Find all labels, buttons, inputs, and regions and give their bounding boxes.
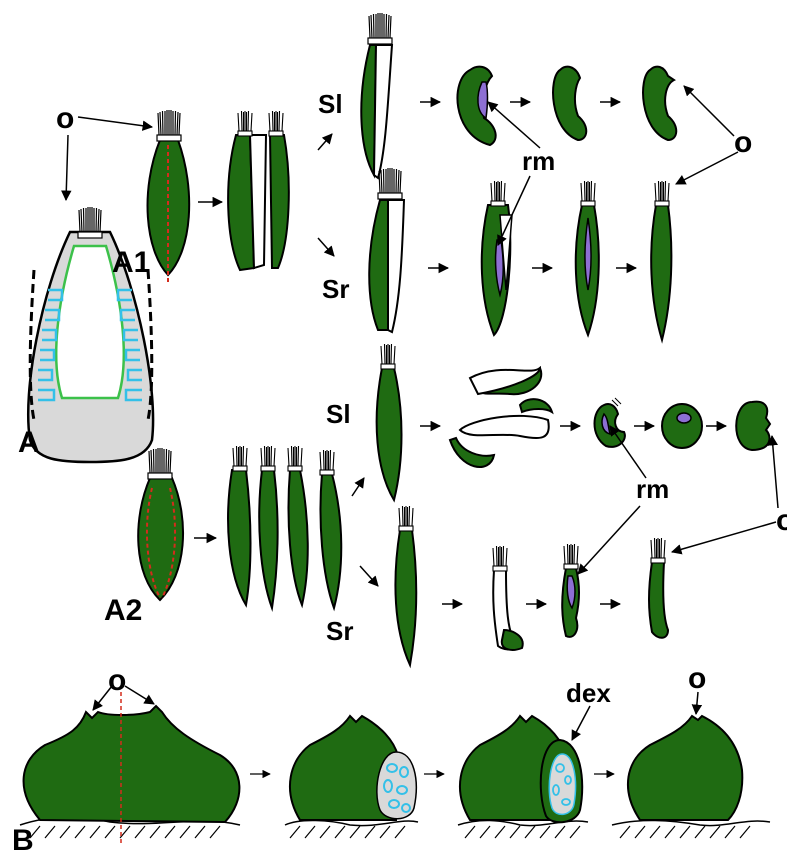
A2-Sl-stage2 (450, 368, 552, 467)
sponge-A1 (148, 110, 190, 282)
label-Sr-2: Sr (326, 616, 353, 646)
sponge-A2 (138, 448, 183, 600)
A1-Sr-stage3 (576, 181, 599, 335)
A1-Sl-stage4 (643, 67, 676, 140)
A1-Sl-stage3 (553, 67, 586, 140)
label-o-B4: o (688, 662, 706, 695)
A1-Sr-stage4 (651, 181, 671, 340)
label-dex: dex (566, 678, 611, 708)
label-o-right-2: o (776, 504, 787, 537)
B-stage3 (460, 716, 582, 822)
label-A1: A1 (112, 246, 150, 279)
A2-Sr-stage2 (493, 546, 523, 650)
B-stage2 (290, 716, 416, 820)
A2-Sr-stage1 (395, 506, 416, 665)
A2-Sl-stage4 (662, 404, 702, 448)
label-rm-1: rm (522, 146, 555, 176)
A2-Sl-stage1 (377, 344, 402, 500)
A2-quarters (228, 446, 341, 608)
label-o-right-1: o (734, 126, 752, 159)
A1-halves (228, 111, 289, 270)
label-rm-2: rm (636, 474, 669, 504)
sponge-B-whole (24, 692, 240, 845)
label-Sl-1: Sl (318, 89, 343, 119)
label-A2: A2 (104, 594, 142, 627)
label-A: A (18, 426, 40, 459)
A2-Sr-stage4 (649, 538, 668, 638)
label-Sr-1: Sr (322, 274, 349, 304)
label-o-B1: o (108, 664, 126, 697)
A1-Sr-stage1 (369, 168, 404, 332)
A2-Sl-stage3 (595, 398, 625, 447)
A1-Sl-stage1 (361, 13, 392, 178)
A2-Sr-stage3 (562, 544, 579, 637)
label-B: B (12, 824, 34, 850)
label-o-top: o (56, 102, 74, 135)
label-Sl-2: Sl (326, 399, 351, 429)
B-stage4 (628, 716, 742, 820)
A1-Sl-stage2 (457, 67, 495, 145)
A1-Sr-stage2 (482, 181, 512, 335)
A2-Sl-stage5 (736, 402, 770, 450)
